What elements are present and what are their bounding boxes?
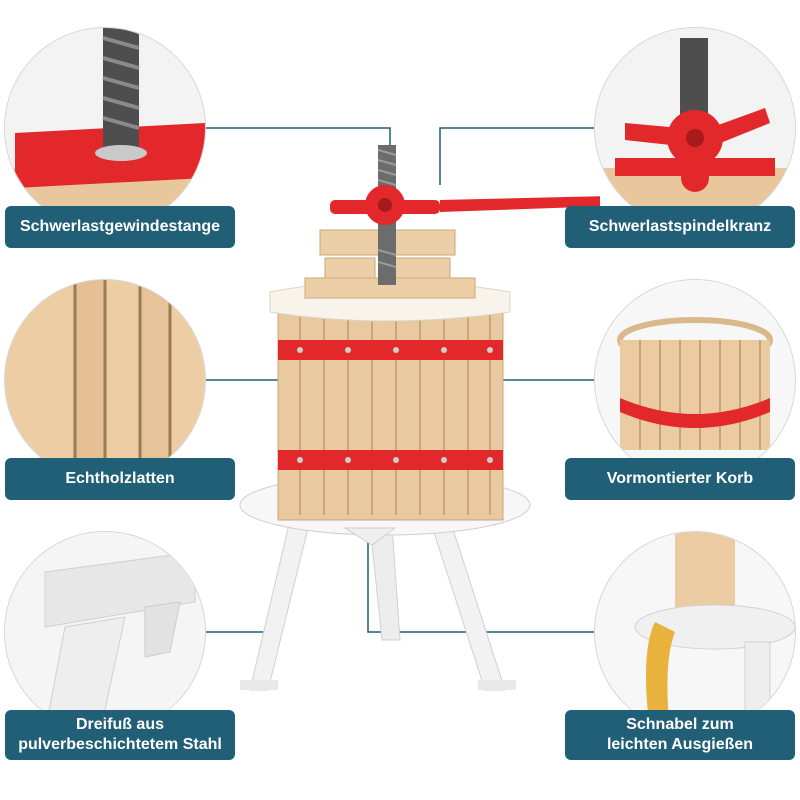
label-spout: Schnabel zum leichten Ausgießen <box>565 710 795 760</box>
label-basket: Vormontierter Korb <box>565 458 795 500</box>
detail-circle-wood-slats <box>5 280 205 480</box>
detail-circle-spindle-crown <box>595 28 795 228</box>
label-tripod: Dreifuß aus pulverbeschichtetem Stahl <box>5 710 235 760</box>
detail-circle-spout <box>595 532 795 732</box>
label-spindle-crown: Schwerlastspindelkranz <box>565 206 795 248</box>
detail-circle-tripod <box>5 532 205 732</box>
fruit-press-illustration <box>239 145 600 691</box>
detail-circle-basket <box>595 280 795 480</box>
label-wood-slats: Echtholzlatten <box>5 458 235 500</box>
label-threaded-rod: Schwerlastgewindestange <box>5 206 235 248</box>
detail-circle-threaded-rod <box>5 28 205 228</box>
